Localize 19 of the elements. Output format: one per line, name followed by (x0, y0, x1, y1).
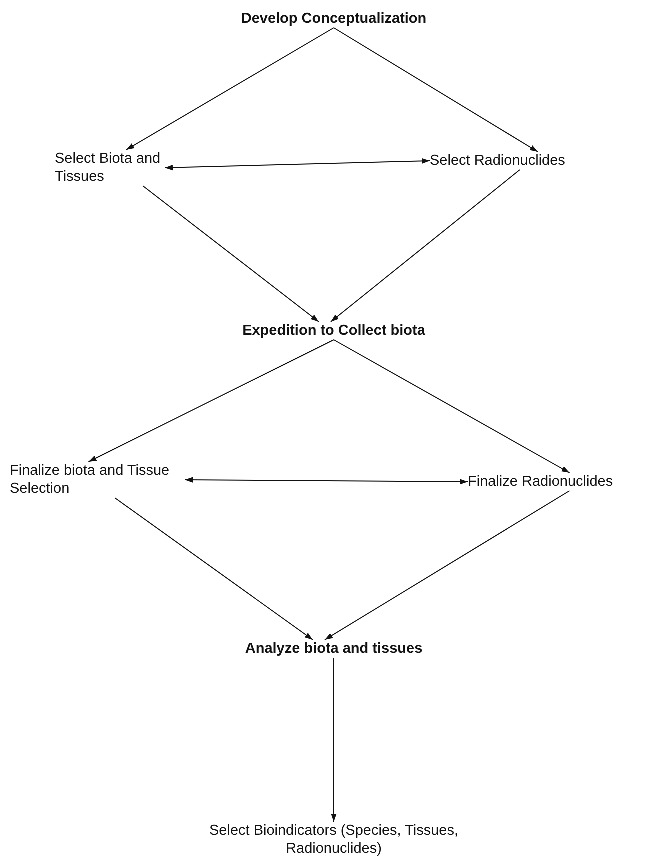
step-label: Develop Conceptualization (240, 10, 428, 28)
step-label: Finalize biota and Tissue Selection (10, 462, 171, 498)
arrow (184, 477, 468, 485)
step-label: Select Biota and Tissues (55, 150, 162, 186)
arrow (88, 340, 334, 462)
step-label: Select Bioindicators (Species, Tissues, Radionuclides) (208, 822, 460, 858)
arrow (126, 28, 334, 150)
step-label: Expedition to Collect biota (242, 322, 426, 340)
arrow (114, 498, 314, 640)
step-label: Analyze biota and tissues (244, 640, 424, 658)
arrow (142, 186, 320, 322)
arrow (331, 658, 337, 822)
arrow (334, 340, 570, 474)
arrow (334, 28, 538, 152)
arrow (324, 490, 570, 640)
step-label: Finalize Radionuclides (468, 473, 614, 491)
step-label: Select Radionuclides (430, 152, 566, 170)
arrow (330, 170, 520, 322)
arrow (164, 158, 430, 171)
